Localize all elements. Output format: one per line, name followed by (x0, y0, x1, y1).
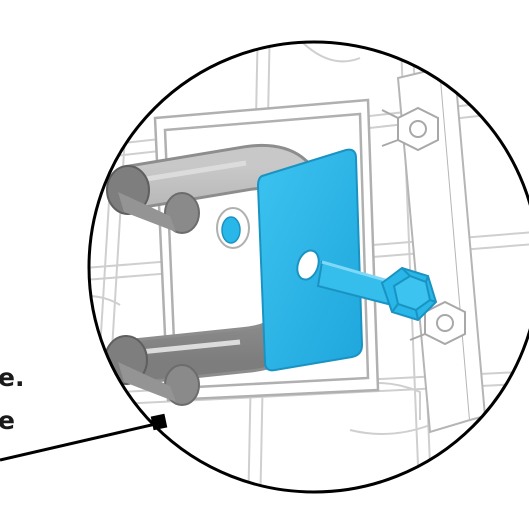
callout-text-line-2: e (0, 406, 15, 435)
rail-nut-bottom (407, 300, 466, 346)
bracket-hole (216, 207, 250, 249)
detail-circle-outline (87, 40, 529, 494)
leader-end-marker (150, 413, 168, 431)
detail-view (89, 42, 529, 492)
highlighted-bolt (316, 260, 438, 322)
spacer-plate (256, 148, 364, 372)
callout-text-line-1: e. (0, 363, 25, 392)
leader-line (0, 413, 168, 462)
u-bracket-end-top (106, 165, 200, 234)
spacer-plate-hole (296, 249, 320, 281)
rail-nut-top (381, 106, 439, 152)
